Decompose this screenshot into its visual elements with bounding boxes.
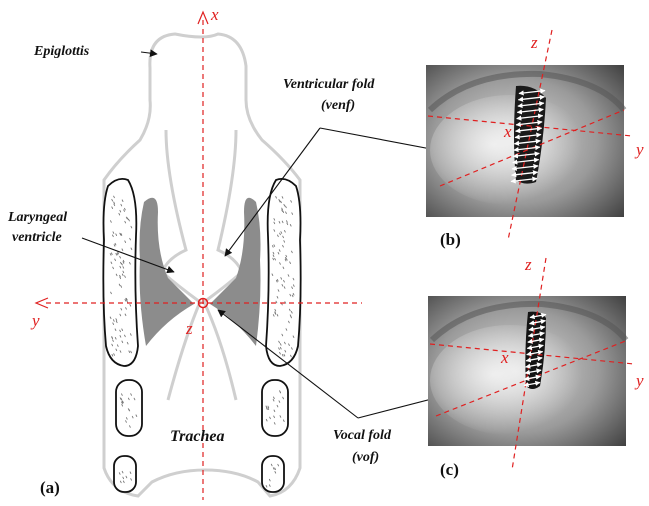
cartilage-right-middle: [262, 380, 288, 436]
cartilage-left-lower: [114, 456, 136, 492]
label-laryngeal-ventricle-2: ventricle: [12, 230, 62, 245]
label-trachea: Trachea: [170, 428, 225, 445]
axis-z-label-a: z: [185, 319, 193, 338]
panel-label-c: (c): [440, 460, 459, 479]
panel-label-b: (b): [440, 230, 461, 249]
cartilage-left-middle: [116, 380, 142, 436]
panel-label-a: (a): [40, 478, 60, 497]
endoscopic-image-b: [426, 30, 632, 240]
label-laryngeal-ventricle-1: Laryngeal: [7, 210, 67, 225]
axis-y-label-a: y: [30, 311, 40, 330]
axis-x-label-a: x: [210, 5, 219, 24]
leader-epiglottis: [141, 52, 157, 54]
label-ventricular-fold-1: Ventricular fold: [283, 77, 375, 92]
axis-y-label-c: y: [634, 371, 644, 390]
label-epiglottis: Epiglottis: [33, 44, 90, 59]
label-ventricular-fold-2: (venf): [321, 98, 355, 113]
endoscopic-image-c: [428, 258, 634, 470]
axis-x-label-c: x: [500, 348, 509, 367]
axis-x-label-b: x: [503, 122, 512, 141]
cartilage-left-upper: [103, 179, 138, 366]
cartilage-right-lower: [262, 456, 284, 492]
axis-y-label-b: y: [634, 140, 644, 159]
cartilage-right-upper: [266, 179, 301, 366]
axis-z-label-c: z: [524, 255, 532, 274]
label-vocal-fold-2: (vof): [352, 450, 379, 465]
axis-z-label-b: z: [530, 33, 538, 52]
label-vocal-fold-1: Vocal fold: [333, 428, 392, 443]
